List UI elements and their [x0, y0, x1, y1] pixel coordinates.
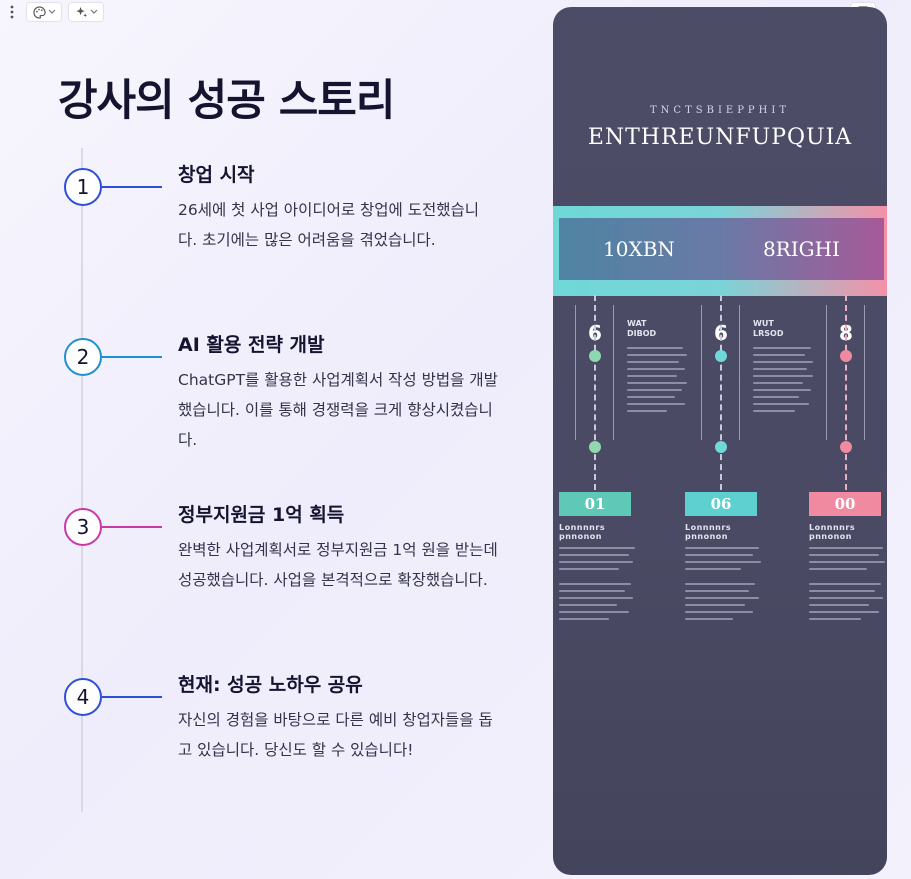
infographic-divider	[739, 305, 740, 440]
step-connector	[102, 186, 162, 188]
infographic-banner: 10XBN 8RIGHI	[553, 206, 887, 296]
infographic-dashed-line	[594, 295, 596, 490]
palette-icon	[32, 5, 46, 19]
infographic-divider	[826, 305, 827, 440]
more-options-button[interactable]	[4, 2, 20, 22]
infographic-caption-block: Lonnnnrs pnnonon	[685, 523, 763, 625]
infographic-dashed-line	[845, 295, 847, 490]
infographic-subtitle: TNCTSBIEPPHIT	[650, 105, 790, 116]
step-number-badge: 2	[64, 338, 102, 376]
chevron-down-icon	[48, 9, 55, 14]
step-heading: 창업 시작	[178, 164, 255, 186]
step-number-badge: 4	[64, 678, 102, 716]
infographic-dot	[840, 350, 852, 362]
step-connector	[102, 526, 162, 528]
page-title: 강사의 성공 스토리	[58, 76, 395, 126]
step-number-badge: 3	[64, 508, 102, 546]
theme-button[interactable]	[26, 2, 62, 22]
step-description: 26세에 첫 사업 아이디어로 창업에 도전했습니다. 초기에는 많은 어려움을…	[178, 201, 480, 249]
infographic-image[interactable]: TNCTSBIEPPHIT ENTHREUNFUPQUIA 10XBN 8RIG…	[553, 7, 887, 875]
infographic-tag: 06	[685, 492, 757, 516]
sparkle-icon	[75, 6, 87, 17]
step-connector	[102, 696, 162, 698]
ai-button[interactable]	[68, 2, 104, 22]
infographic-dot	[715, 441, 727, 453]
step-heading: 정부지원금 1억 획득	[178, 504, 345, 526]
infographic-tag: 01	[559, 492, 631, 516]
infographic-caption-block: Lonnnnrs pnnonon	[559, 523, 637, 625]
infographic-dot	[589, 441, 601, 453]
infographic-dashed-line	[720, 295, 722, 490]
infographic-divider	[864, 305, 865, 440]
infographic-text-block	[753, 347, 813, 417]
infographic-divider	[613, 305, 614, 440]
step-description: 완벽한 사업계획서로 정부지원금 1억 원을 받는데 성공했습니다. 사업을 본…	[178, 541, 498, 589]
more-vertical-icon	[10, 5, 14, 19]
infographic-caption-block: Lonnnnrs pnnonon	[809, 523, 885, 625]
infographic-tag: 00	[809, 492, 881, 516]
step-description: 자신의 경험을 바탕으로 다른 예비 창업자들을 돕고 있습니다. 당신도 할 …	[178, 711, 493, 759]
timeline-line	[81, 148, 83, 812]
top-toolbar	[4, 2, 104, 22]
chevron-down-icon	[90, 9, 97, 14]
banner-right-text: 8RIGHI	[762, 237, 840, 261]
infographic-divider	[575, 305, 576, 440]
step-connector	[102, 356, 162, 358]
infographic-text-block	[627, 347, 687, 417]
step-heading: 현재: 성공 노하우 공유	[178, 674, 363, 696]
banner-left-text: 10XBN	[603, 237, 675, 261]
step-heading: AI 활용 전략 개발	[178, 334, 325, 356]
infographic-dot	[840, 441, 852, 453]
step-number-badge: 1	[64, 168, 102, 206]
infographic-dot	[589, 350, 601, 362]
infographic-dot	[715, 350, 727, 362]
step-description: ChatGPT를 활용한 사업계획서 작성 방법을 개발했습니다. 이를 통해 …	[178, 371, 498, 449]
infographic-divider	[701, 305, 702, 440]
infographic-title: ENTHREUNFUPQUIA	[587, 125, 853, 150]
